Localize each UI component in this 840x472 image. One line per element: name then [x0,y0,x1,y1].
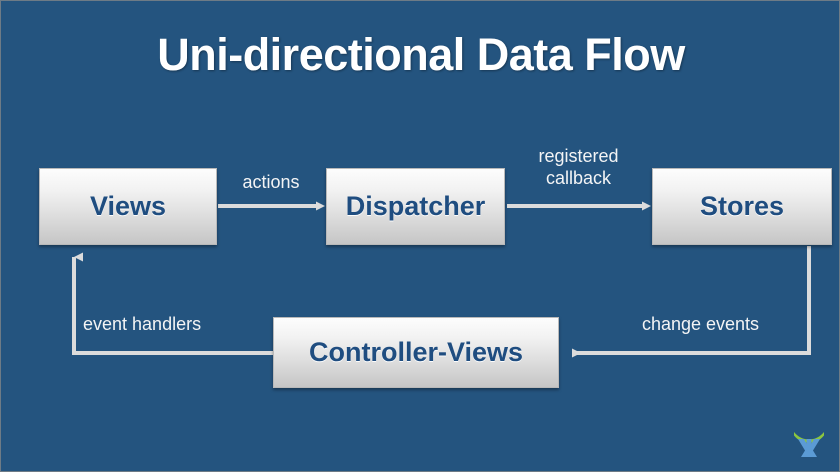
node-views-label: Views [89,191,167,221]
node-dispatcher[interactable]: Dispatcher [326,168,505,245]
page-title: Uni-directional Data Flow [157,29,685,80]
edge-stores-to-controller [572,246,811,358]
edge-controller-to-views [72,252,273,355]
node-stores-label: Stores [699,191,785,221]
edge-label-registered-callback: registered callback [538,146,619,188]
brand-logo-icon [794,432,824,457]
node-dispatcher-label: Dispatcher [345,191,486,221]
node-views[interactable]: Views [39,168,217,245]
node-stores[interactable]: Stores [652,168,832,245]
edge-label-actions: actions [242,172,300,192]
node-controller-views-label: Controller-Views [308,337,524,367]
edge-label-change-events: change events [641,314,760,334]
node-controller-views[interactable]: Controller-Views [273,317,559,388]
edge-label-event-handlers: event handlers [83,314,202,334]
